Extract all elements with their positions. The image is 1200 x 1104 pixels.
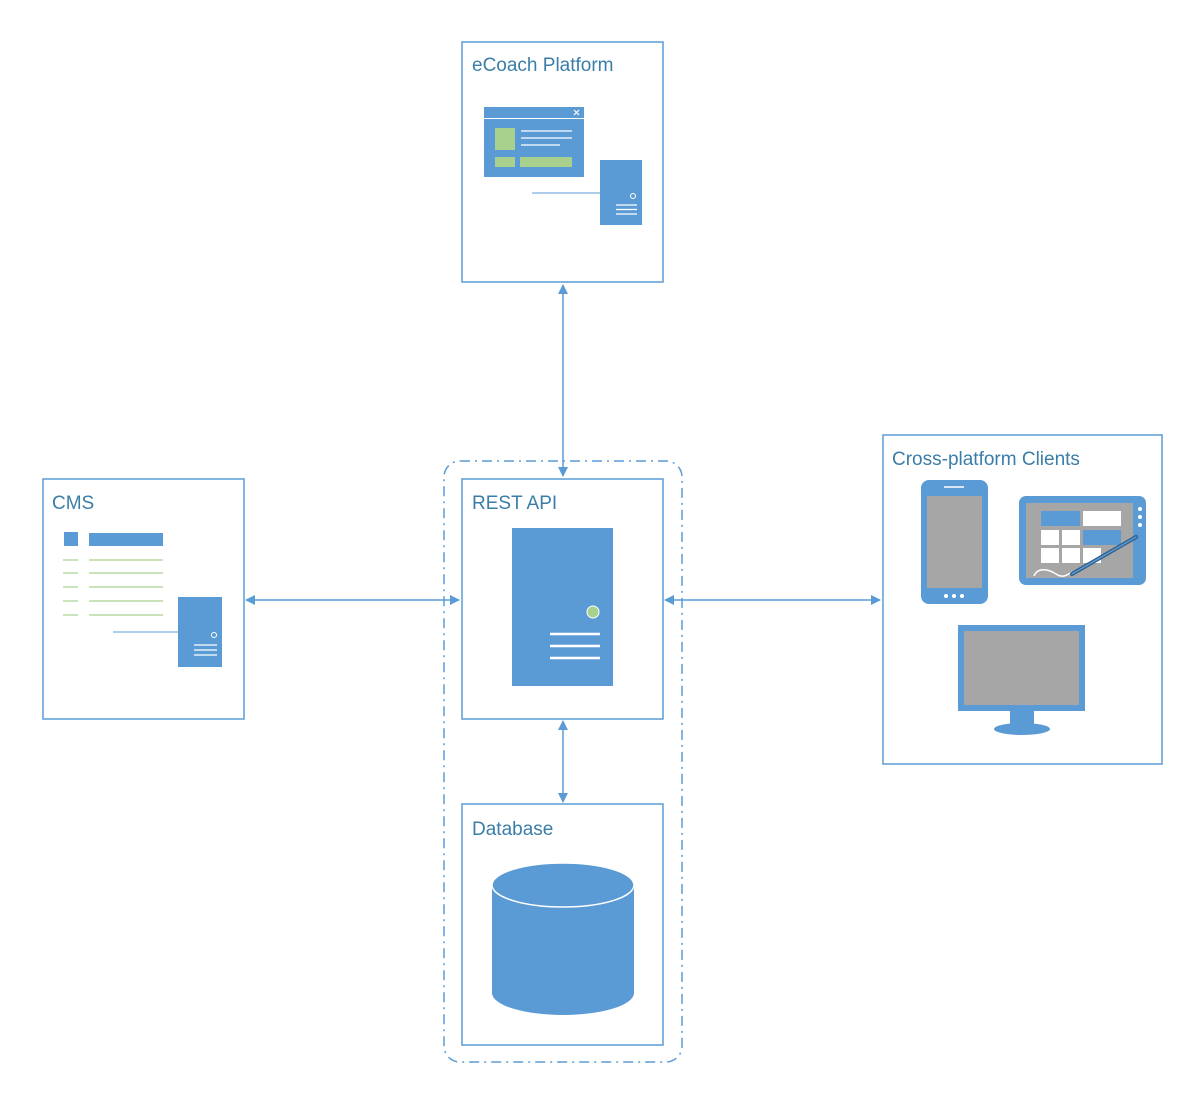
server-icon xyxy=(600,160,642,225)
window-icon xyxy=(484,107,584,177)
clients-title: Cross-platform Clients xyxy=(892,449,1080,470)
monitor-icon xyxy=(958,625,1085,735)
node-clients: Cross-platform Clients xyxy=(882,434,1163,765)
tablet-icon xyxy=(1019,496,1146,585)
node-ecoach: eCoach Platform xyxy=(461,41,664,283)
document-list-icon xyxy=(63,532,163,616)
cms-title: CMS xyxy=(52,493,94,514)
database-icon xyxy=(491,862,635,1015)
server-icon xyxy=(178,597,222,667)
rest-api-title: REST API xyxy=(472,493,557,514)
node-rest-api: REST API xyxy=(461,478,664,720)
ecoach-title: eCoach Platform xyxy=(472,55,614,76)
database-title: Database xyxy=(472,819,553,840)
server-icon xyxy=(512,528,613,686)
node-cms: CMS xyxy=(42,478,245,720)
smartphone-icon xyxy=(921,480,988,604)
node-database: Database xyxy=(461,803,664,1046)
